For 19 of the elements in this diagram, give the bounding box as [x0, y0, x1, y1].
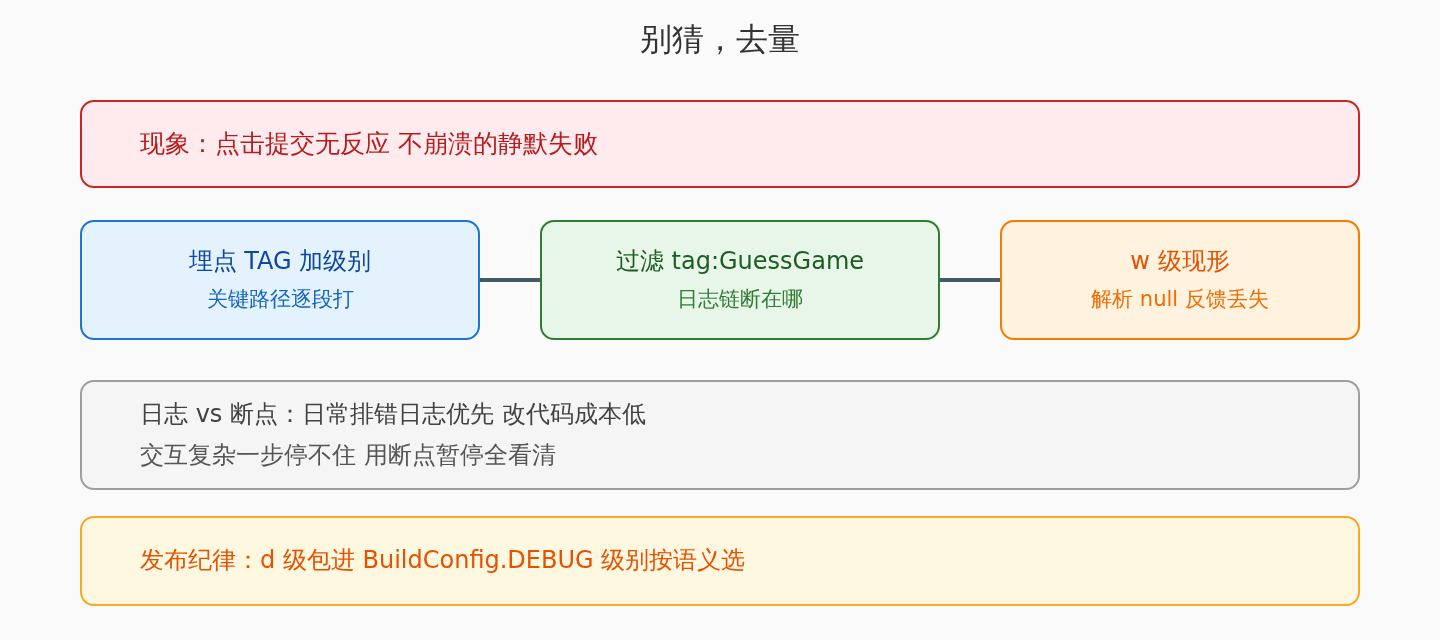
step-heading: 埋点 TAG 加级别 [188, 246, 372, 278]
note-text: 现象：点击提交无反应 不崩溃的静默失败 [140, 127, 598, 160]
note-panel [80, 516, 1360, 606]
note-panel [80, 380, 1360, 490]
step-heading: w 级现形 [1130, 246, 1230, 278]
note-panel [80, 100, 1360, 188]
step-card [80, 220, 480, 340]
note-text: 交互复杂一步停不住 用断点暂停全看清 [140, 439, 556, 471]
step-card [540, 220, 940, 340]
step-subtext: 解析 null 反馈丢失 [1091, 286, 1269, 314]
connector-line [480, 278, 540, 282]
note-text: 日志 vs 断点：日常排错日志优先 改代码成本低 [140, 399, 646, 431]
connector-line [940, 278, 1000, 282]
step-subtext: 关键路径逐段打 [206, 286, 354, 314]
note-text: 发布纪律：d 级包进 BuildConfig.DEBUG 级别按语义选 [140, 545, 746, 577]
step-subtext: 日志链断在哪 [677, 286, 803, 314]
step-card [1000, 220, 1360, 340]
diagram-title: 别猜，去量 [639, 20, 801, 59]
step-heading: 过滤 tag:GuessGame [615, 246, 865, 278]
